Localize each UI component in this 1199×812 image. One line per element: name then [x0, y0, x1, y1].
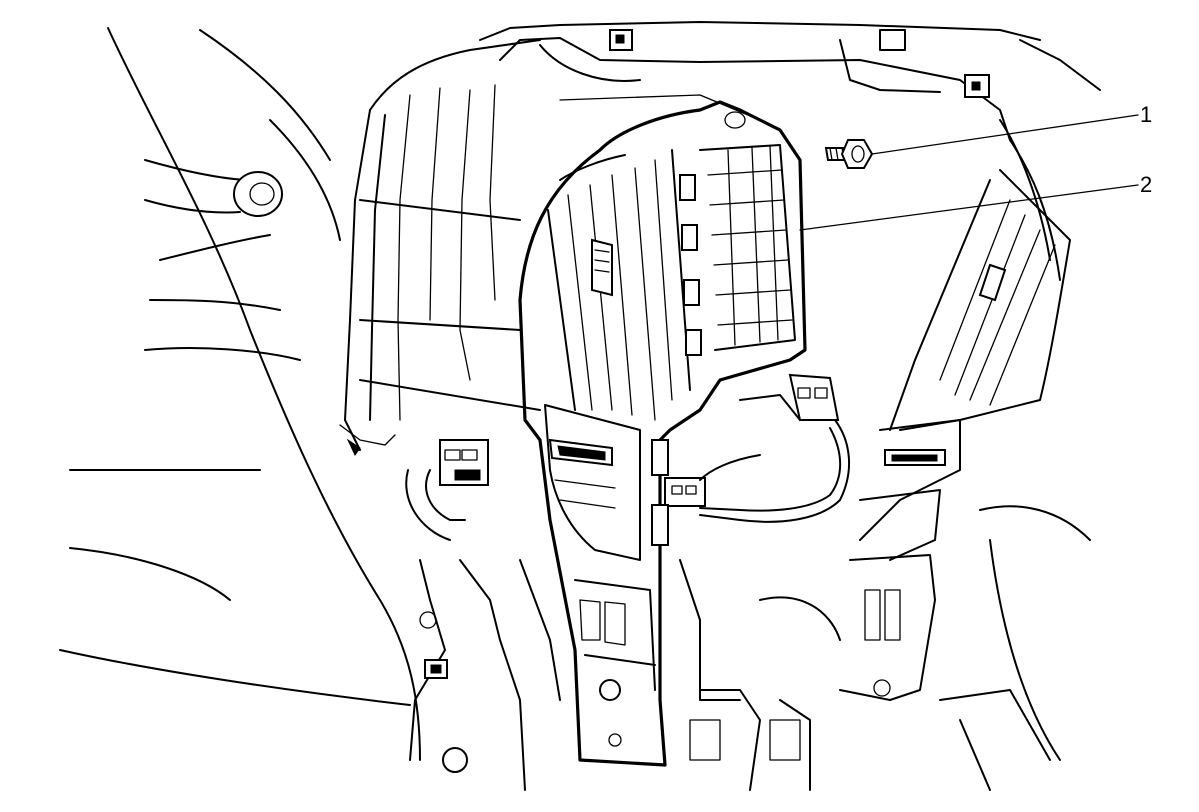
turn-signal-stalk: [144, 159, 301, 361]
center-console-structure: [59, 559, 1051, 791]
upper-panel-structure: [479, 21, 1101, 281]
removed-air-vent-assembly: [518, 100, 807, 767]
wiring-harness: [664, 373, 851, 523]
callout-2-label: 2: [1140, 172, 1153, 197]
callout-1-label: 1: [1140, 102, 1153, 127]
steering-wheel: [69, 27, 421, 761]
leader-lines: [799, 114, 1139, 231]
instrument-panel-opening: [339, 39, 541, 541]
vent-bolt: [824, 139, 874, 169]
right-air-vent: [839, 169, 1091, 761]
